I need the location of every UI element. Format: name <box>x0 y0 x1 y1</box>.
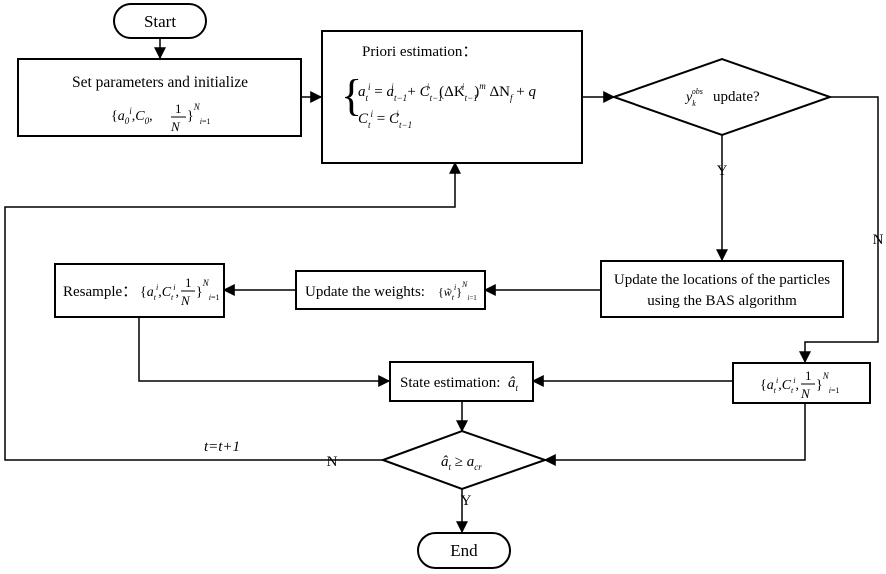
particle-set-formula: {ati,Cti, 1 N }Ni=1 <box>760 368 840 401</box>
resample-formula: {ati,Cti, 1 N }Ni=1 <box>140 275 220 308</box>
prior-brace: { <box>341 71 362 120</box>
prior-node: Priori estimation： { ati = at−1i + Ct−1i… <box>321 30 583 164</box>
obs-symbol: y <box>684 90 693 105</box>
label-criterion-yes: Y <box>461 493 472 509</box>
label-criterion-no: N <box>327 454 338 470</box>
label-increment: t=t+1 <box>204 439 240 455</box>
edge-criterion-no-loop <box>4 161 461 461</box>
label-obs-yes: Y <box>717 163 728 179</box>
svg-text:}Ni=1: }Ni=1 <box>196 278 220 302</box>
edge-particles-to-criterion <box>543 403 806 466</box>
svg-text:N: N <box>800 386 811 401</box>
init-formula: {a0i,C0, 1 N }Ni=1 <box>111 101 211 134</box>
svg-text:1: 1 <box>805 368 812 383</box>
svg-text:{ati,Cti,: {ati,Cti, <box>760 376 799 395</box>
svg-text:{a0i,C0,: {a0i,C0, <box>111 106 153 126</box>
svg-text:ykobs: yk obs <box>684 87 703 108</box>
obs-update-label: update? <box>713 89 760 105</box>
weights-node: Update the weights: {w̃ti}Ni=1 <box>295 270 486 310</box>
edge-labels: Y N N Y t=t+1 <box>204 163 884 509</box>
start-label: Start <box>144 12 176 31</box>
bas-node: Update the locations of the particles us… <box>600 260 844 318</box>
resample-node: Resample： {ati,Cti, 1 N }Ni=1 <box>54 263 225 318</box>
svg-text:{ati,Cti,: {ati,Cti, <box>140 283 179 302</box>
prior-equation-1: ati = at−1i + Ct−1i(ΔKt−1i)m ΔNf + q <box>358 81 536 103</box>
edges <box>4 38 879 534</box>
criterion-decision: ât ≥ acr <box>380 429 549 491</box>
end-node: End <box>417 532 511 569</box>
edge-decision-no-to-particles <box>799 96 879 364</box>
svg-text:N: N <box>180 293 191 308</box>
weights-label: Update the weights: <box>305 284 425 300</box>
svg-text:ati = at−1i + Ct−1i(ΔKt−1i)m Δ: ati = at−1i + Ct−1i(ΔKt−1i)m ΔNf + q <box>358 81 536 103</box>
observation-decision: yk obs update? <box>610 57 834 137</box>
init-title: Set parameters and initialize <box>72 74 248 91</box>
svg-text:1: 1 <box>185 275 192 290</box>
resample-label: Resample： <box>63 284 137 300</box>
state-label: State estimation: <box>400 375 500 391</box>
svg-text:1: 1 <box>175 101 182 116</box>
obs-sub: k <box>692 99 696 108</box>
state-symbol: ât <box>508 375 519 393</box>
particle-set-node: {ati,Cti, 1 N }Ni=1 <box>732 362 871 404</box>
criterion-formula: ât ≥ acr <box>441 454 482 472</box>
init-node: Set parameters and initialize {a0i,C0, 1… <box>17 58 302 137</box>
state-estimation-node: State estimation: ât <box>389 361 534 402</box>
end-label: End <box>450 541 478 560</box>
svg-text:}Ni=1: }Ni=1 <box>816 371 840 395</box>
svg-text:}Ni=1: }Ni=1 <box>187 102 211 126</box>
obs-sup: obs <box>692 87 703 96</box>
bas-line-1: Update the locations of the particles <box>614 272 830 288</box>
edge-resample-to-state <box>138 317 391 387</box>
svg-text:N: N <box>170 119 181 134</box>
label-obs-no: N <box>873 232 884 248</box>
bas-line-2: using the BAS algorithm <box>647 293 797 309</box>
start-node: Start <box>113 3 207 39</box>
prior-title: Priori estimation： <box>362 44 477 60</box>
